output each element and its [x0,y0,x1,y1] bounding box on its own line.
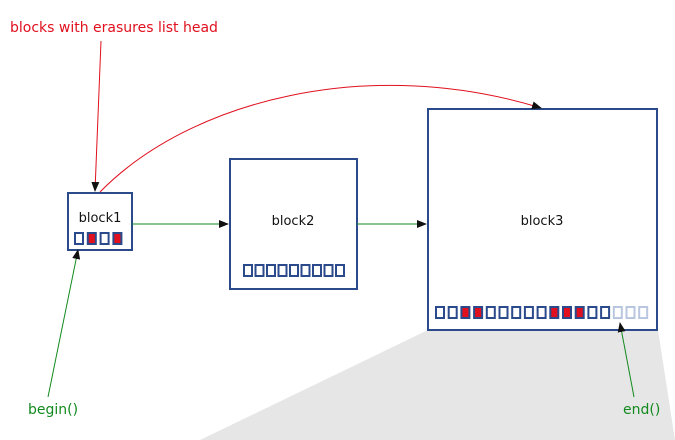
begin-arrow [47,249,81,398]
block3-cell-used [587,306,598,319]
block2-label: block2 [272,214,315,229]
block2-cell-used [289,264,299,277]
block3-label: block3 [521,214,564,229]
block1-cell-used [74,232,84,245]
block3-cell-erased [549,306,560,319]
begin-label: begin() [28,402,78,418]
block3-cell-used [536,306,547,319]
block3-cell-empty [638,306,649,319]
list-head-label: blocks with erasures list head [10,20,218,36]
block2-cell-used [266,264,276,277]
block2-cell-used [323,264,334,277]
block3-cell-erased [562,306,572,319]
block3-box [427,108,658,331]
list-head-arrow [91,40,102,192]
erasures-list-arrow-block1-to-block3 [99,84,542,193]
zoom-shadow [200,330,675,440]
block2-cell-used [300,264,311,277]
block3-cell-erased [460,306,471,319]
block1-cell-used [99,232,110,245]
block2-cell-used [335,264,345,277]
end-arrow [617,322,635,398]
block2-cell-used [243,264,253,277]
block2-cell-used [254,264,265,277]
block3-cell-used [511,306,522,319]
end-label: end() [623,402,660,418]
block1-cell-erased [112,232,123,245]
block2-cell-used [312,264,322,277]
block3-cell-used [485,306,496,319]
block3-cell-used [447,306,458,319]
block1-label: block1 [79,211,122,226]
block1-cells [74,232,123,245]
block3-cell-used [498,306,509,319]
block3-cell-used [523,306,534,319]
block3-cells [435,306,649,319]
block3-cell-empty [625,306,636,319]
block3-cell-erased [473,306,484,319]
block1-cell-erased [86,232,97,245]
block2-cell-used [277,264,288,277]
block3-cell-used [600,306,611,319]
block3-cell-empty [612,306,623,319]
block3-cell-erased [574,306,585,319]
block3-cell-used [435,306,445,319]
block2-cells [243,264,345,277]
